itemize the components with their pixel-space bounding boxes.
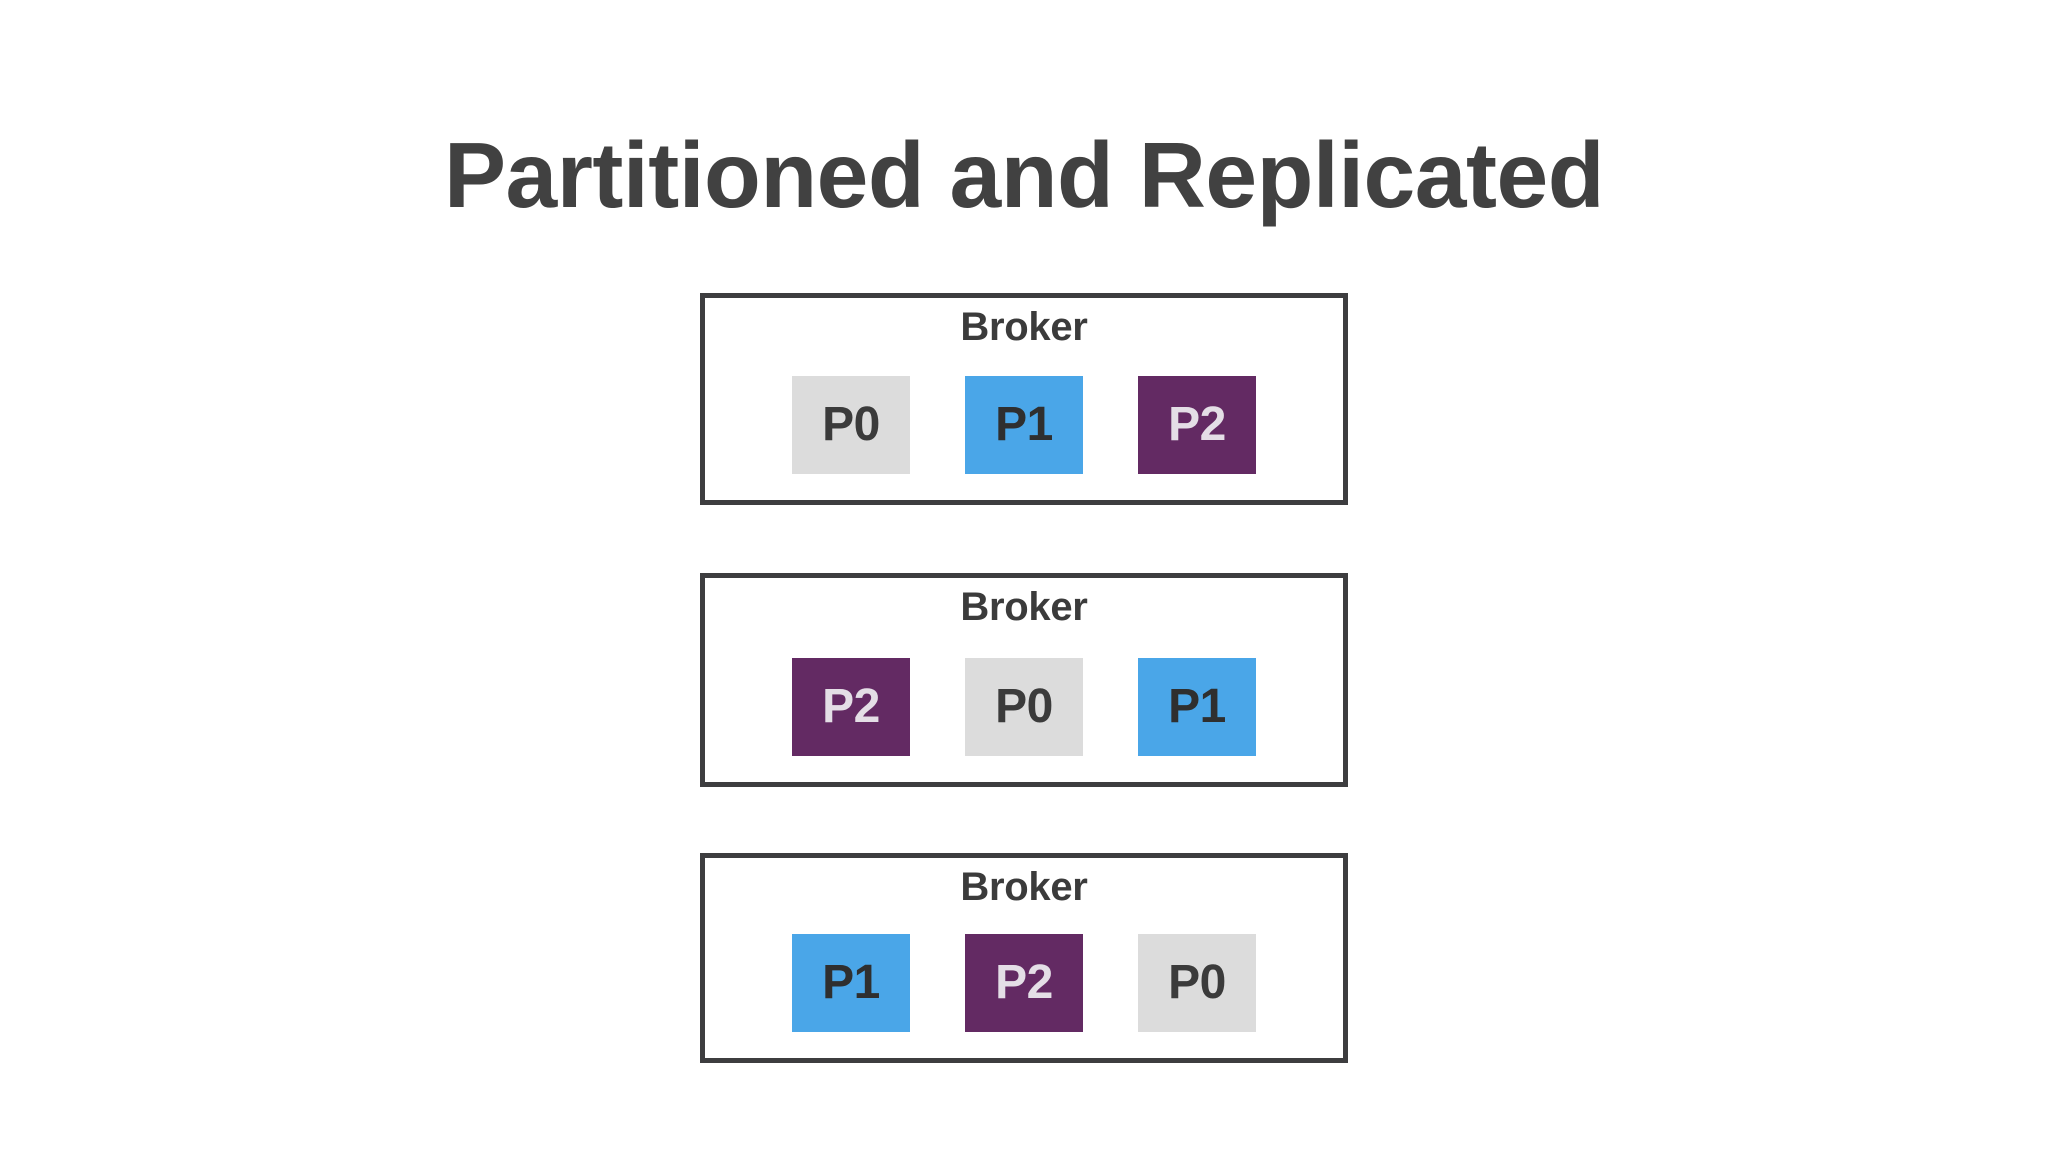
partition-row: P1 P2 P0: [705, 934, 1343, 1032]
partition-row: P0 P1 P2: [705, 376, 1343, 474]
broker-box-2: Broker P2 P0 P1: [700, 573, 1348, 787]
broker-box-1: Broker P0 P1 P2: [700, 293, 1348, 505]
partition-block: P1: [1138, 658, 1256, 756]
broker-label: Broker: [960, 305, 1088, 349]
partition-block: P0: [792, 376, 910, 474]
broker-box-3: Broker P1 P2 P0: [700, 853, 1348, 1063]
partition-block: P2: [965, 934, 1083, 1032]
broker-label: Broker: [960, 865, 1088, 909]
broker-label: Broker: [960, 585, 1088, 629]
page-title: Partitioned and Replicated: [443, 123, 1605, 227]
partition-block: P1: [792, 934, 910, 1032]
partition-block: P2: [1138, 376, 1256, 474]
partition-block: P0: [965, 658, 1083, 756]
partition-row: P2 P0 P1: [705, 658, 1343, 756]
partition-block: P1: [965, 376, 1083, 474]
partition-block: P2: [792, 658, 910, 756]
partition-block: P0: [1138, 934, 1256, 1032]
